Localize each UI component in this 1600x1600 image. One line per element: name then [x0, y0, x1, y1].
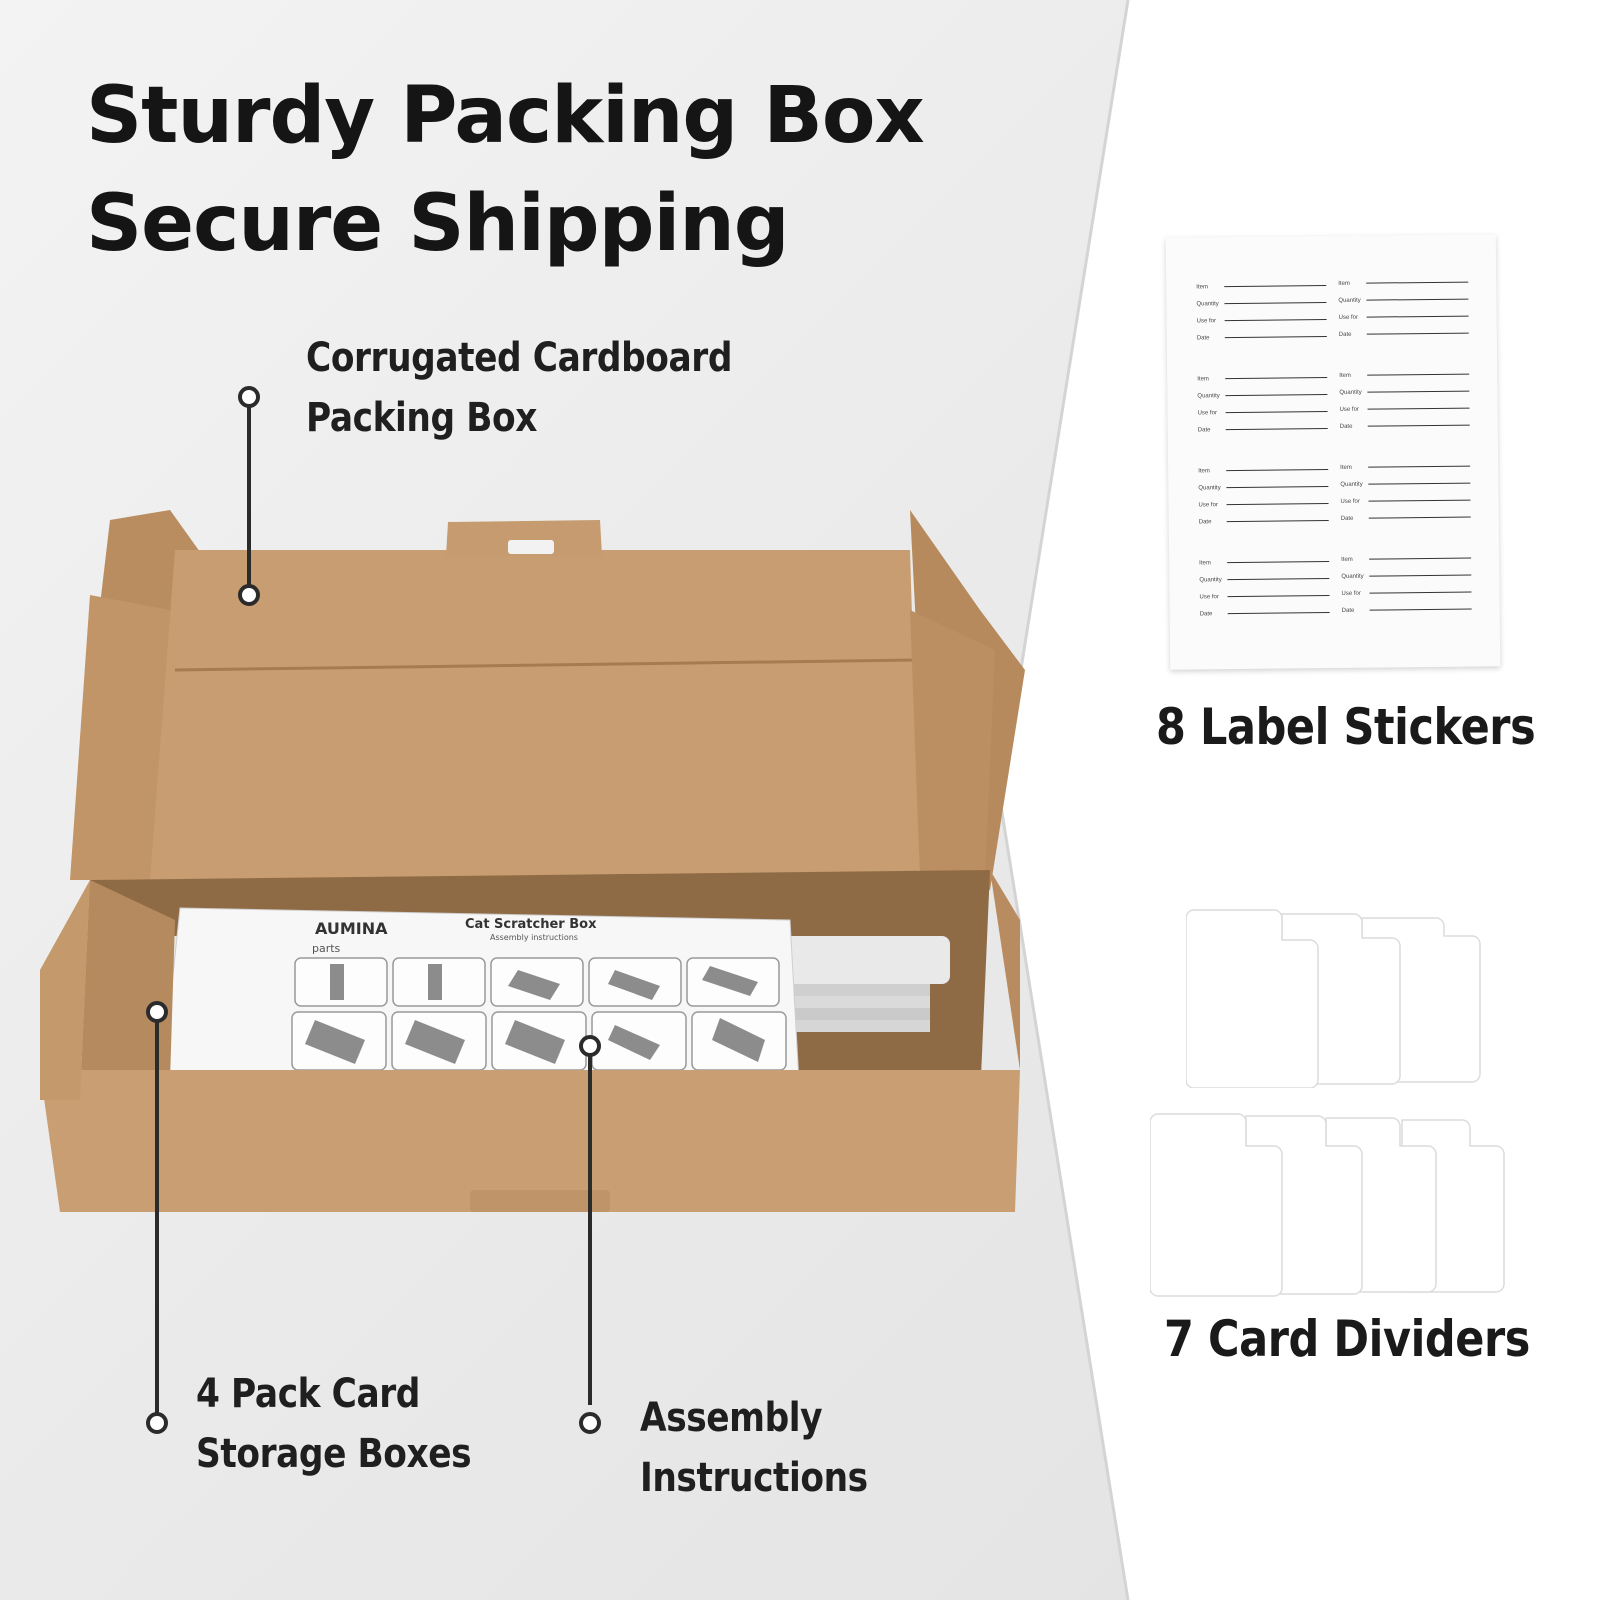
sticker-block: Item Quantity Use for Date: [1196, 272, 1327, 341]
sheet-subtitle: Assembly instructions: [490, 933, 578, 942]
card-dividers-caption: 7 Card Dividers: [1164, 1310, 1530, 1368]
callout-instructions-line-1: Assembly: [640, 1395, 823, 1441]
callout-line-storage-boxes: [155, 1015, 159, 1415]
box-front-tab: [470, 1190, 610, 1212]
divider-tabs-top: [1186, 909, 1481, 1088]
callout-packing-box: Corrugated Cardboard Packing Box: [306, 328, 732, 448]
headline-line-1: Sturdy Packing Box: [86, 71, 925, 161]
divider-tabs-bottom: [1150, 1113, 1505, 1297]
callout-packing-box-line-1: Corrugated Cardboard: [306, 335, 733, 381]
sticker-block: Item Quantity Use for Date: [1199, 548, 1330, 617]
lid-top-tab: [446, 520, 602, 556]
sheet-title: Cat Scratcher Box: [465, 917, 597, 932]
packing-box-image: AUMINA Cat Scratcher Box Assembly instru…: [40, 510, 1025, 1212]
callout-line-packing-box: [247, 405, 251, 595]
callout-dot-top: [579, 1035, 601, 1057]
box-front-right: [990, 870, 1020, 1070]
sticker-block: Item Quantity Use for Date: [1338, 269, 1469, 338]
callout-storage-boxes-line-2: Storage Boxes: [196, 1431, 472, 1477]
box-front: [40, 1070, 1020, 1212]
sheet-brand: AUMINA: [315, 919, 388, 938]
callout-packing-box-line-2: Packing Box: [306, 395, 537, 441]
sticker-block: Item Quantity Use for Date: [1340, 453, 1471, 522]
sticker-column-right: Item Quantity Use for Date Item Quantity…: [1338, 269, 1472, 614]
sticker-block: Item Quantity Use for Date: [1197, 364, 1328, 433]
box-front-left: [40, 880, 90, 1100]
lid-right-side: [910, 610, 995, 880]
label-sticker-sheet: Item Quantity Use for Date Item Quantity…: [1165, 234, 1501, 670]
callout-dot-bottom: [238, 584, 260, 606]
callout-dot-top: [238, 386, 260, 408]
sheet-parts-label: parts: [312, 942, 341, 955]
headline-line-2: Secure Shipping: [86, 179, 790, 269]
lid-crease: [174, 658, 916, 672]
headline: Sturdy Packing Box Secure Shipping: [86, 62, 925, 278]
lid-panel: [150, 550, 920, 880]
callout-instructions: Assembly Instructions: [640, 1388, 868, 1508]
sticker-block: Item Quantity Use for Date: [1341, 545, 1472, 614]
sticker-block: Item Quantity Use for Date: [1198, 456, 1329, 525]
box-inner-left-wall: [80, 880, 175, 1100]
callout-storage-boxes-line-1: 4 Pack Card: [196, 1371, 420, 1417]
callout-dot-top: [146, 1001, 168, 1023]
callout-dot-bottom: [579, 1412, 601, 1434]
callout-line-instructions: [588, 1045, 592, 1405]
callout-instructions-line-2: Instructions: [640, 1455, 868, 1501]
sheet-step-drawings: [305, 964, 765, 1064]
label-stickers-caption: 8 Label Stickers: [1156, 698, 1536, 756]
callout-storage-boxes: 4 Pack Card Storage Boxes: [196, 1364, 472, 1484]
sticker-column-left: Item Quantity Use for Date Item Quantity…: [1196, 272, 1330, 617]
callout-dot-bottom: [146, 1412, 168, 1434]
assembly-sheet: AUMINA Cat Scratcher Box Assembly instru…: [159, 907, 801, 1101]
sticker-block: Item Quantity Use for Date: [1339, 361, 1470, 430]
lid-left-side: [70, 595, 175, 880]
lid-tab-slot: [508, 540, 554, 554]
